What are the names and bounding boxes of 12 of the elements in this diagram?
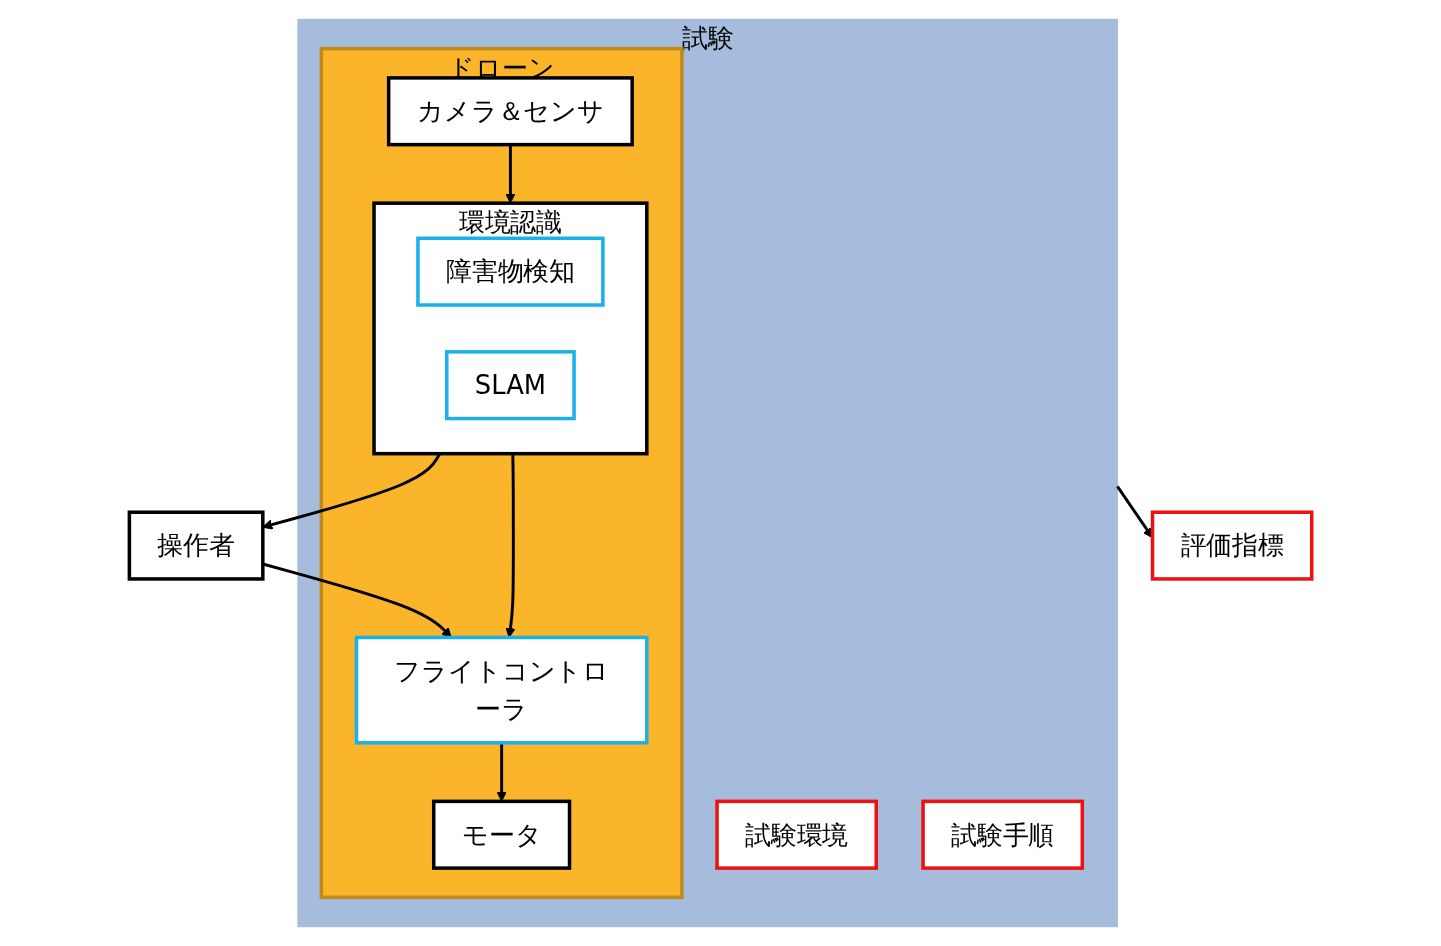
node-box: フライトコントローラ — [354, 635, 649, 745]
node-box: モータ — [431, 799, 572, 870]
arrow — [496, 742, 507, 802]
node-box: 操作者 — [127, 510, 265, 581]
node-box: 障害物検知 — [416, 236, 605, 307]
node-box: SLAM — [444, 350, 576, 421]
node-box: 試験手順 — [921, 799, 1084, 870]
node-box: カメラ＆センサ — [386, 76, 634, 147]
node-box: 評価指標 — [1150, 510, 1314, 581]
node-box: 試験環境 — [715, 799, 878, 870]
arrow — [505, 453, 516, 638]
arrow — [505, 144, 516, 204]
